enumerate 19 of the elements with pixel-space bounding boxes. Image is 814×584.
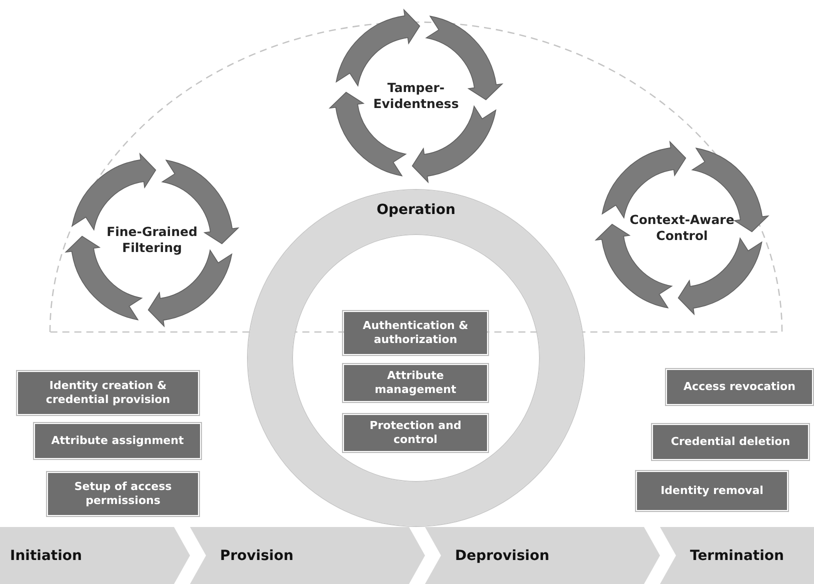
phase-label: Provision xyxy=(220,548,294,564)
cycle-label: Context-Aware Control xyxy=(630,212,734,244)
phase-label: Deprovision xyxy=(455,548,550,564)
process-box: Protection and control xyxy=(344,415,487,451)
cycle-label: Tamper-Evidentness xyxy=(372,80,460,112)
phase-label: Initiation xyxy=(10,548,82,564)
cycle-label: Fine-Grained Filtering xyxy=(106,224,198,256)
process-box: Authentication & authorization xyxy=(344,312,487,354)
process-box: Attribute assignment xyxy=(35,424,200,458)
process-box: Attribute management xyxy=(344,365,487,401)
process-box: Access revocation xyxy=(667,370,812,404)
phase-band xyxy=(0,527,190,584)
ring-label: Operation xyxy=(376,202,456,218)
process-box: Credential deletion xyxy=(653,425,808,459)
process-box: Identity removal xyxy=(637,472,787,510)
phase-label: Termination xyxy=(690,548,784,564)
process-box: Setup of access permissions xyxy=(48,473,198,515)
phase-band xyxy=(660,527,814,584)
process-box: Identity creation & credential provision xyxy=(18,372,198,414)
